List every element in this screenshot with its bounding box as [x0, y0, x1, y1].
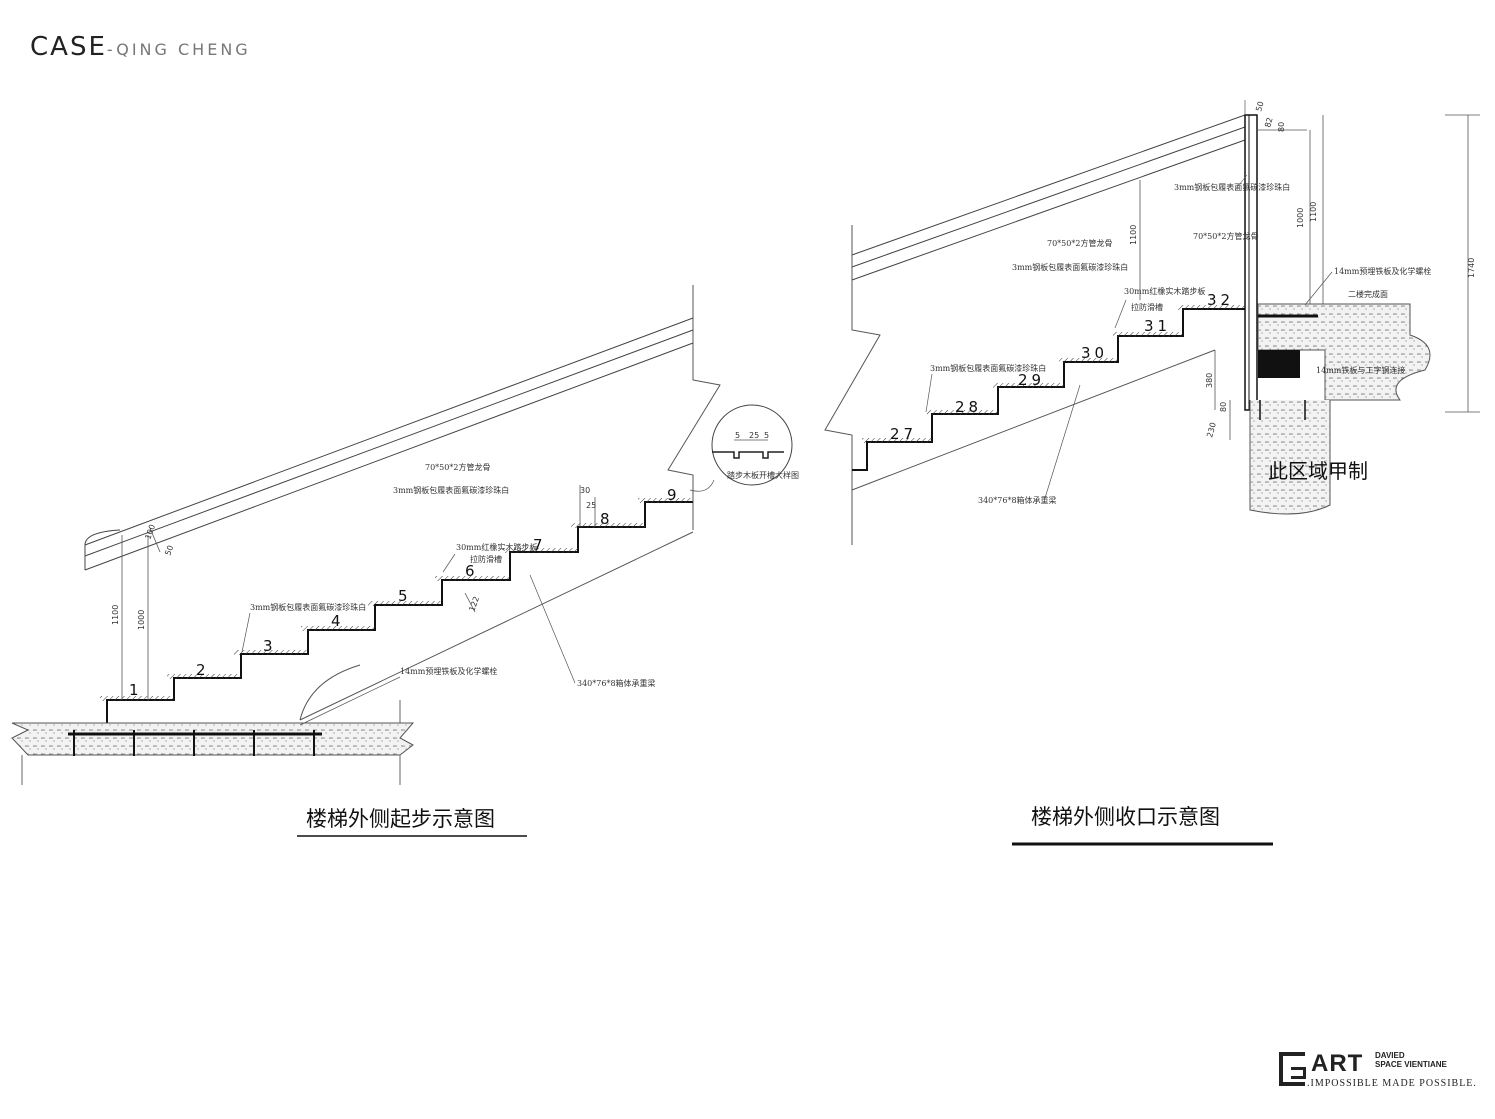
dim-1740: 1740 [1467, 258, 1476, 278]
tread-hatches [100, 498, 693, 701]
note-floor: 二楼完成面 [1348, 289, 1388, 299]
step-number: 5 [398, 587, 408, 605]
note-beam: 340*76*8箱体承重梁 [978, 495, 1057, 505]
logo-line1: DAVIED [1375, 1051, 1405, 1060]
anchor-bolts [73, 730, 315, 756]
step-number: 1 [129, 681, 139, 699]
break-line [667, 285, 721, 530]
step-number: 6 [465, 562, 475, 580]
dimension-lines [1139, 114, 1480, 440]
end-post [1244, 114, 1258, 411]
stair-underside [299, 531, 694, 721]
note-steel-lower: 3mm钢板包履表面氟碳漆珍珠白 [930, 363, 1046, 373]
dim-50: 50 [1254, 100, 1265, 112]
note-wood-tread: 30mm红橡实木踏步板 [1124, 286, 1205, 296]
note-wood-tread: 30mm红橡实木踏步板 [456, 542, 537, 552]
step-number: 3 [263, 637, 273, 655]
note-steel-lower: 3mm钢板包履表面氟碳漆珍珠白 [250, 602, 366, 612]
step-number: 4 [331, 612, 341, 630]
note-detail: 踏步木板开槽大样图 [727, 470, 799, 480]
dim-80b: 80 [1219, 402, 1228, 412]
step-number: 31 [1144, 317, 1171, 335]
handrail-line [84, 329, 694, 557]
dim-1000: 1000 [1296, 208, 1305, 228]
note-tube: 70*50*2方管龙骨 [425, 462, 490, 472]
step-number: 9 [667, 486, 677, 504]
dim-122: 122 [467, 595, 481, 612]
step-number: 8 [600, 510, 610, 528]
dim-detail-5a: 5 [735, 431, 740, 440]
dim-80: 80 [1277, 122, 1286, 132]
brand-header: CASE-QING CHENG [30, 32, 251, 62]
note-tube: 70*50*2方管龙骨 [1047, 238, 1112, 248]
note-bolt: 14mm预埋铁板及化学螺栓 [1334, 266, 1431, 276]
note-steel-upper: 3mm钢板包履表面氟碳漆珍珠白 [393, 485, 509, 495]
left-stair-elevation: 1 2 3 4 5 6 7 8 9 1100 1000 100 [11, 285, 799, 837]
stair-profile [106, 501, 693, 732]
dim-1100b: 1100 [1309, 202, 1318, 222]
lower-wall [1249, 400, 1331, 515]
detail-callout [711, 404, 793, 486]
dim-detail-5b: 5 [764, 431, 769, 440]
note-steel-small: 3mm钢板包履表面氟碳漆珍珠白 [1174, 182, 1290, 192]
note-anti-slip: 拉防滑槽 [1131, 302, 1163, 312]
dim-1100: 1100 [111, 605, 120, 625]
steel-plate-block [1258, 350, 1300, 378]
handrail-line [851, 114, 1246, 256]
brand-main-text: CASE [30, 32, 107, 62]
note-anti-slip: 拉防滑槽 [470, 554, 502, 564]
brand-sub-text: -QING CHENG [106, 40, 251, 59]
note-tube-small: 70*50*2方管龙骨 [1193, 231, 1258, 241]
handrail-line [851, 126, 1246, 268]
handrail-line [851, 139, 1246, 281]
step-number: 29 [1018, 371, 1045, 389]
break-line [824, 225, 881, 545]
upper-floor-slab [1257, 303, 1431, 401]
company-logo: ART DAVIED SPACE VIENTIANE .IMPOSSIBLE M… [1279, 1050, 1484, 1095]
step-number: 27 [890, 425, 917, 443]
stair-profile [852, 308, 1245, 471]
handrail-line [84, 317, 694, 546]
tread-hatches [862, 305, 1245, 443]
step-number: 28 [955, 398, 982, 416]
dim-1100: 1100 [1129, 225, 1138, 245]
dim-380: 380 [1205, 373, 1214, 388]
dim-82: 82 [1263, 116, 1274, 128]
right-caption: 楼梯外侧收口示意图 [1031, 805, 1220, 829]
note-bolt: 14mm预埋铁板及化学螺栓 [400, 666, 497, 676]
dimension-lines [121, 485, 596, 700]
step-number: 32 [1207, 291, 1234, 309]
dim-25: 25 [586, 501, 596, 510]
logo-tagline: .IMPOSSIBLE MADE POSSIBLE. [1307, 1078, 1477, 1089]
note-steel-upper: 3mm钢板包履表面氟碳漆珍珠白 [1012, 262, 1128, 272]
dim-1000: 1000 [137, 610, 146, 630]
right-stair-elevation: 27 28 29 30 31 32 1100 1000 1100 [824, 100, 1480, 846]
dim-230: 230 [1205, 421, 1218, 438]
stair-underside [851, 349, 1216, 491]
note-zone: 此区域甲制 [1268, 459, 1368, 483]
note-plate: 14mm铁板与工字钢连接 [1316, 365, 1405, 375]
dim-detail-25: 25 [749, 431, 759, 440]
dim-100: 100 [143, 523, 157, 540]
left-caption: 楼梯外侧起步示意图 [306, 807, 495, 831]
dim-50: 50 [163, 544, 175, 557]
note-beam: 340*76*8箱体承重梁 [577, 678, 656, 688]
step-number: 2 [196, 661, 206, 679]
step-number: 30 [1081, 344, 1108, 362]
logo-art-text: ART [1311, 1050, 1364, 1077]
floor-slab [11, 722, 415, 756]
handrail-line [84, 342, 694, 571]
logo-mark-icon [1279, 1052, 1306, 1086]
dim-30: 30 [580, 486, 590, 495]
logo-line2: SPACE VIENTIANE [1375, 1060, 1447, 1069]
step-number: 7 [533, 536, 543, 554]
